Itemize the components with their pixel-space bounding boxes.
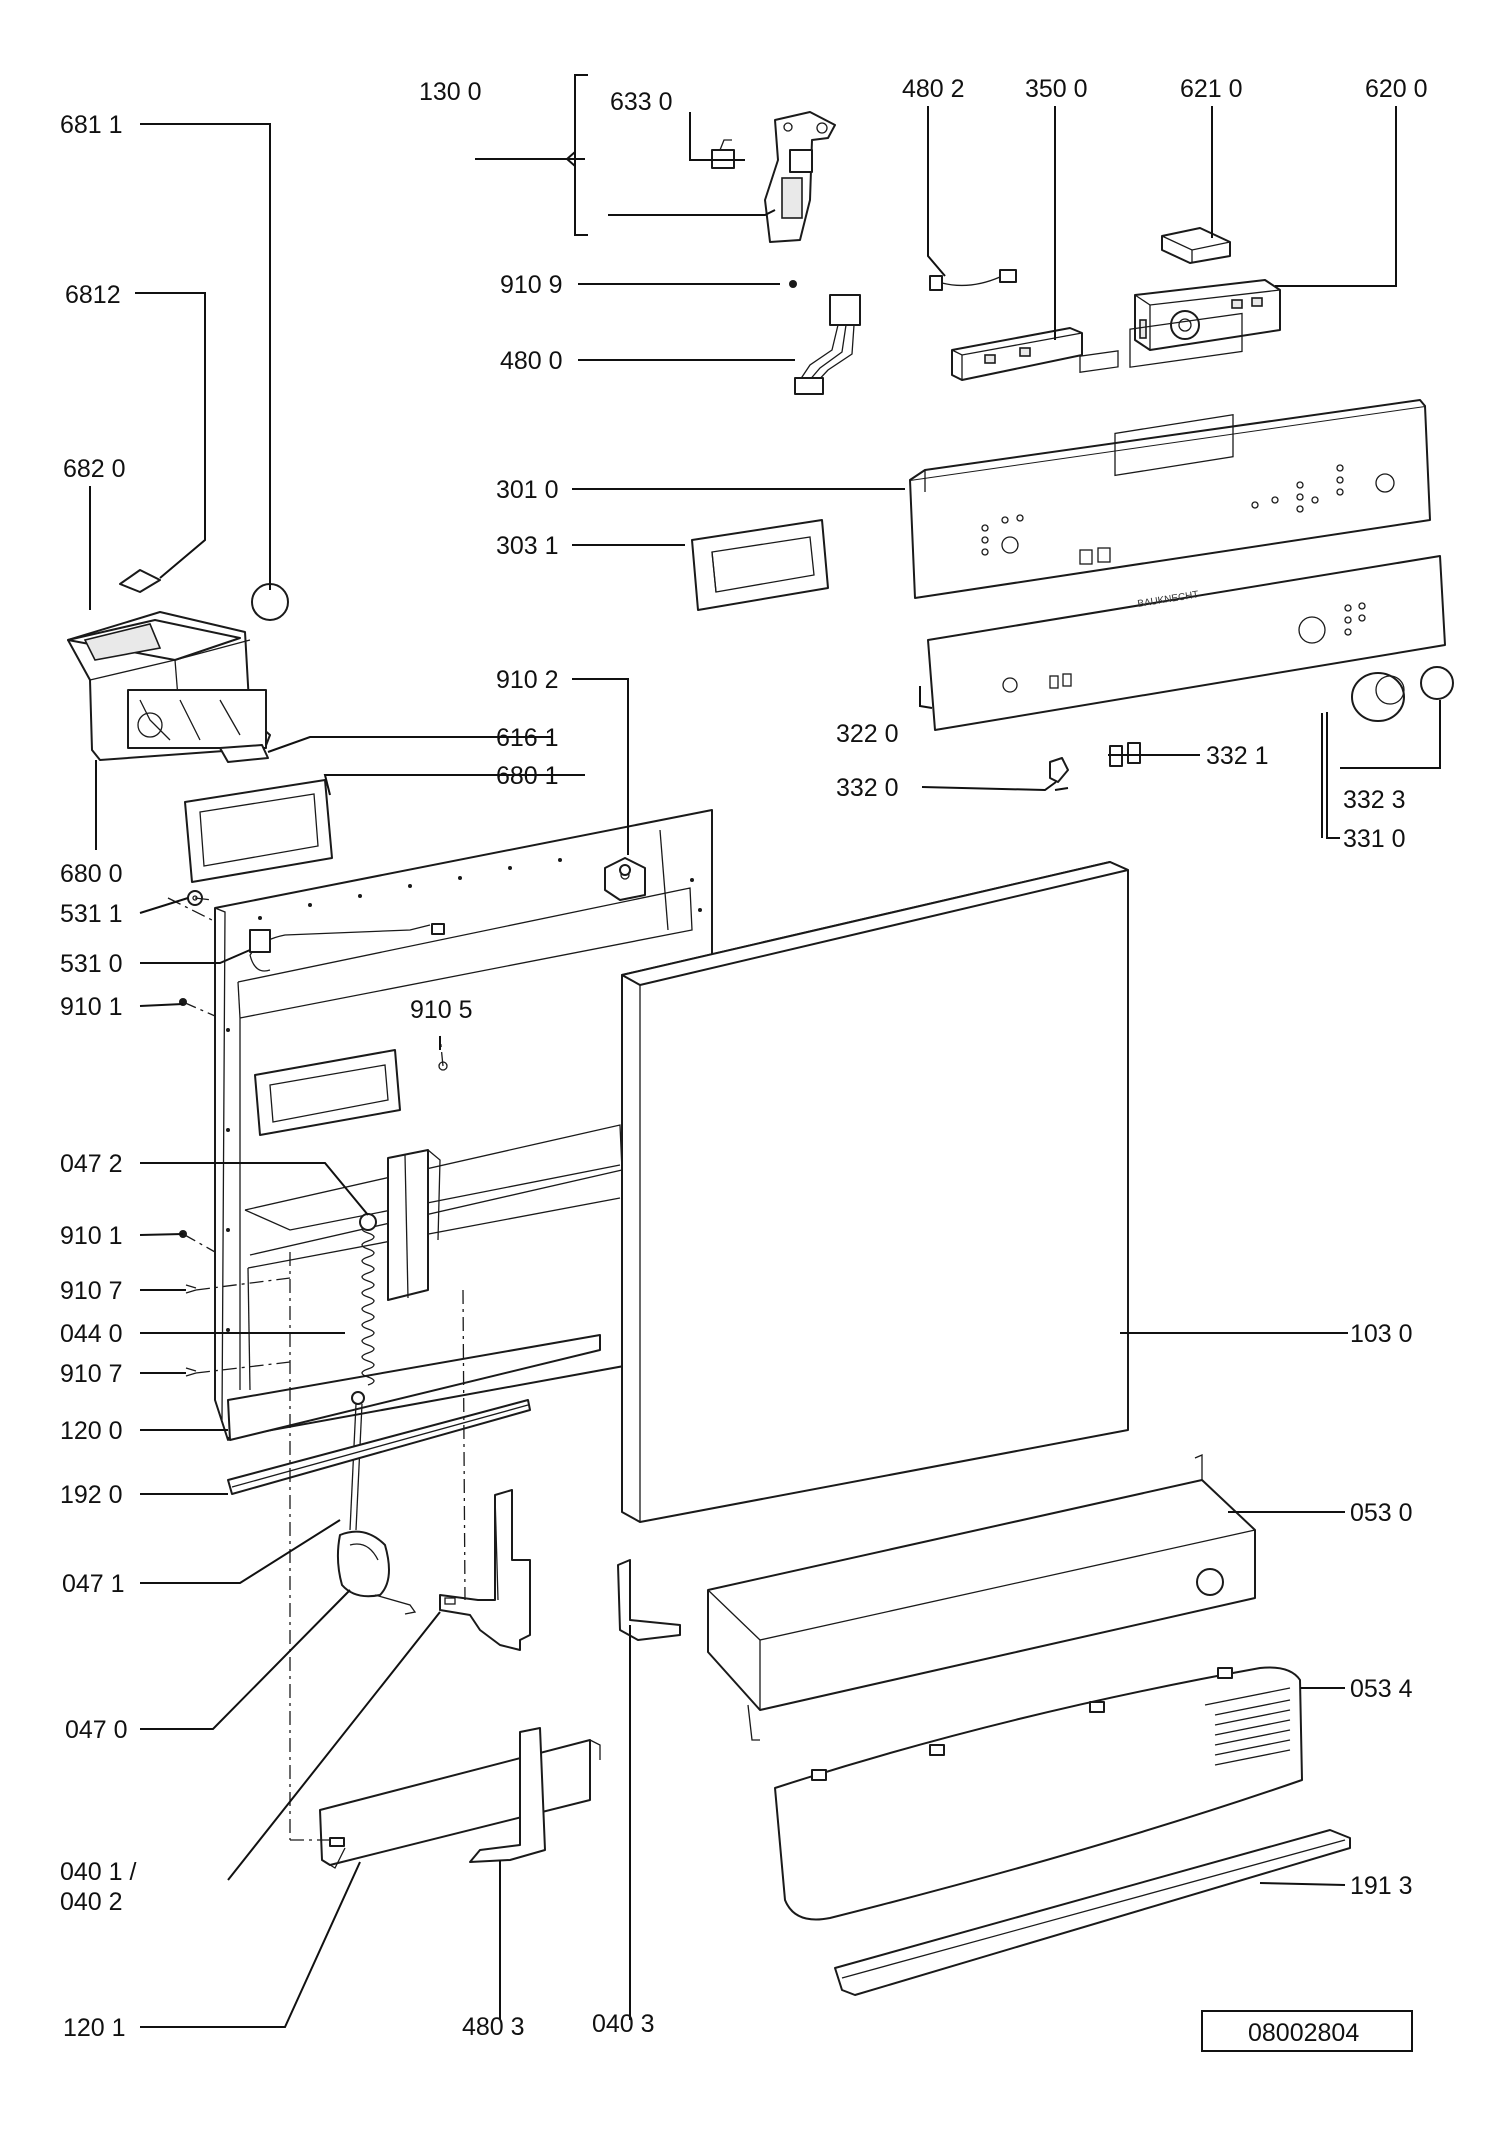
part-inner-door — [214, 809, 713, 1441]
label-616-1: 616 1 — [496, 724, 559, 752]
part-spacer — [469, 1727, 546, 1863]
drawing-number-box: 08002804 — [1201, 2010, 1413, 2052]
label-120-1: 120 1 — [63, 2014, 126, 2042]
part-spring — [349, 1213, 377, 1531]
part-front-fascia: BAUKNECHT — [927, 413, 1446, 731]
part-plinth-cover — [774, 1666, 1303, 1921]
part-buttons — [1049, 742, 1141, 783]
part-kickplate-carrier — [707, 1454, 1256, 1741]
label-350-0: 350 0 — [1025, 75, 1088, 103]
label-621-0: 621 0 — [1180, 75, 1243, 103]
label-332-0: 332 0 — [836, 774, 899, 802]
part-plinth-strip — [319, 1739, 601, 1869]
part-gasket — [184, 779, 333, 883]
label-6812: 6812 — [65, 281, 121, 309]
label-910-1a: 910 1 — [60, 993, 123, 1021]
label-053-0: 053 0 — [1350, 1499, 1413, 1527]
leader-lines — [89, 74, 1441, 2028]
label-040-3: 040 3 — [592, 2010, 655, 2038]
label-120-0: 120 0 — [60, 1417, 123, 1445]
label-910-9: 910 9 — [500, 271, 563, 299]
part-door-lock — [711, 111, 836, 243]
drawing-number: 08002804 — [1248, 2019, 1359, 2047]
label-531-0: 531 0 — [60, 950, 123, 978]
part-labels: 130 0 633 0 480 2 350 0 621 0 620 0 681 … — [60, 75, 1428, 2042]
label-331-0: 331 0 — [1343, 825, 1406, 853]
label-910-7b: 910 7 — [60, 1360, 123, 1388]
label-680-1: 680 1 — [496, 762, 559, 790]
label-620-0: 620 0 — [1365, 75, 1428, 103]
label-191-3: 191 3 — [1350, 1872, 1413, 1900]
label-681-1: 681 1 — [60, 111, 123, 139]
label-910-2: 910 2 — [496, 666, 559, 694]
label-047-2: 047 2 — [60, 1150, 123, 1178]
label-910-1b: 910 1 — [60, 1222, 123, 1250]
part-small-bracket — [617, 1559, 681, 1641]
label-322-0: 322 0 — [836, 720, 899, 748]
part-electronic-module — [1134, 279, 1281, 351]
part-flap — [219, 744, 269, 763]
label-303-1: 303 1 — [496, 532, 559, 560]
part-hinge-lever — [336, 1530, 417, 1615]
label-047-0: 047 0 — [65, 1716, 128, 1744]
part-control-board-small — [951, 327, 1083, 381]
label-040-2: 040 2 — [60, 1888, 123, 1916]
label-332-1: 332 1 — [1206, 742, 1269, 770]
part-detergent-dispenser — [67, 569, 289, 761]
label-682-0: 682 0 — [63, 455, 126, 483]
label-040-1: 040 1 / — [60, 1858, 137, 1886]
part-display-window — [691, 519, 829, 611]
label-103-0: 103 0 — [1350, 1320, 1413, 1348]
part-wire-harness — [789, 280, 861, 395]
label-053-4: 053 4 — [1350, 1675, 1413, 1703]
part-seal-rail — [227, 1399, 531, 1495]
label-130-0: 130 0 — [419, 78, 482, 106]
label-480-2: 480 2 — [902, 75, 965, 103]
label-301-0: 301 0 — [496, 476, 559, 504]
part-outer-door — [621, 861, 1129, 1523]
part-cable-small — [929, 269, 1017, 291]
part-module-621 — [1161, 227, 1231, 264]
label-047-1: 047 1 — [62, 1570, 125, 1598]
part-knob — [1351, 666, 1454, 722]
label-332-3: 332 3 — [1343, 786, 1406, 814]
part-seal-strip — [834, 1829, 1351, 1996]
label-910-7a: 910 7 — [60, 1277, 123, 1305]
label-910-5: 910 5 — [410, 996, 473, 1024]
label-044-0: 044 0 — [60, 1320, 123, 1348]
label-680-0: 680 0 — [60, 860, 123, 888]
label-480-0: 480 0 — [500, 347, 563, 375]
part-control-panel — [909, 312, 1431, 599]
label-633-0: 633 0 — [610, 88, 673, 116]
label-192-0: 192 0 — [60, 1481, 123, 1509]
label-480-3: 480 3 — [462, 2013, 525, 2041]
label-531-1: 531 1 — [60, 900, 123, 928]
part-hinge-bracket — [439, 1489, 531, 1651]
